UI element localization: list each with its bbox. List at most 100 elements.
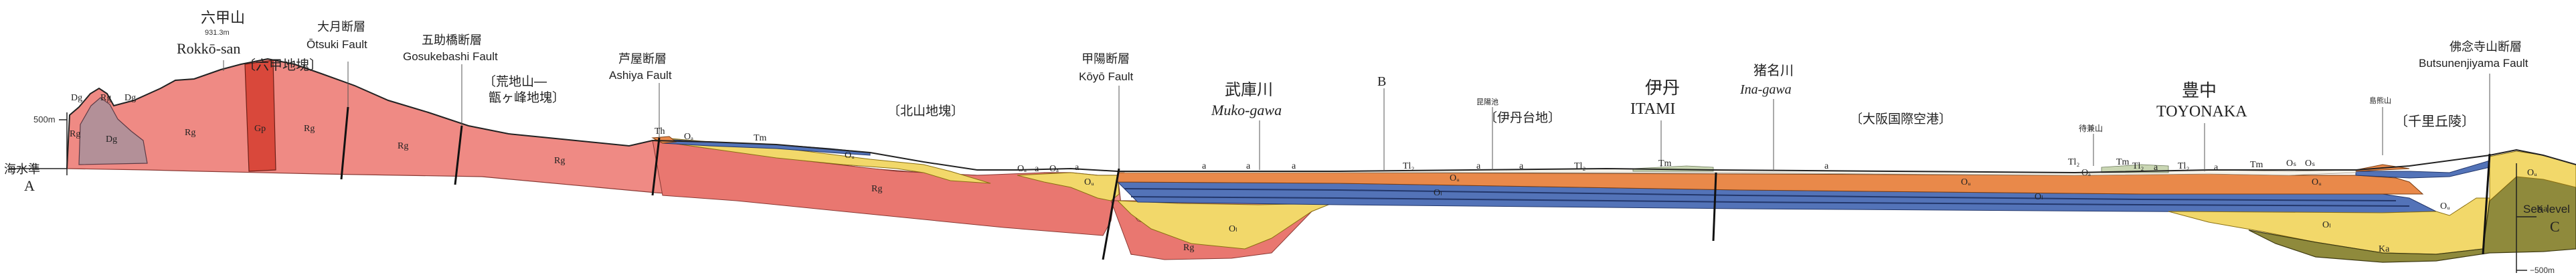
unit-dg-2: Dg	[124, 93, 136, 103]
rokko-elev-label: 931.3m	[205, 29, 230, 37]
unit-a-8: a	[2154, 163, 2158, 173]
unit-rg-5: Rg	[398, 141, 408, 151]
unit-dg-3: Dg	[106, 134, 117, 145]
orange-upper-basin	[1117, 172, 2424, 195]
unit-tm-3: Tm	[2116, 157, 2130, 167]
unit-ol-4: Oₗ	[2322, 220, 2330, 230]
unit-rg-2: Rg	[70, 129, 80, 139]
unit-a-1: a	[1035, 164, 1039, 174]
section-b-label: B	[1377, 74, 1386, 89]
unit-ol-1: Oₗ	[1434, 188, 1442, 198]
unit-a-9: a	[2214, 163, 2219, 173]
koyo-en-label: Kōyō Fault	[1079, 70, 1134, 83]
otsuki-fault-line	[340, 106, 349, 180]
osaka-yellow-koyo-west	[1017, 172, 1120, 201]
itami-jp-label: 伊丹	[1645, 78, 1680, 98]
rokko-block-label: 〔六甲地塊〕	[242, 57, 323, 73]
sea-level-right-label: Sea level	[2523, 203, 2570, 215]
end-c-label: C	[2550, 218, 2560, 235]
unit-os-2: Oₛ	[2286, 159, 2296, 169]
unit-b-a: a	[1246, 161, 1251, 171]
muko-en-label: Muko-gawa	[1211, 102, 1282, 118]
gosukebashi-jp-label: 五助橋断層	[422, 33, 482, 48]
shimasan-label: 島熊山	[2369, 96, 2391, 105]
gosukebashi-en-label: Gosukebashi Fault	[403, 50, 498, 63]
unit-rg-3: Rg	[185, 128, 195, 138]
unit-tl2-1: Tl₂	[1403, 161, 1414, 171]
unit-gp: Gp	[254, 124, 266, 134]
ina-en-label: Ina-gawa	[1739, 82, 1792, 97]
butsu-en-label: Butsunenjiyama Fault	[2419, 57, 2528, 70]
itami-en-label: ITAMI	[1630, 100, 1675, 118]
kojin-block-label-2: 甑ヶ峰地塊〕	[489, 90, 565, 105]
ashiya-en-label: Ashiya Fault	[609, 69, 672, 82]
unit-oa-1: Oₐ	[684, 132, 693, 142]
unit-ka-1: Ka	[2379, 244, 2390, 254]
otsuki-jp-label: 大月断層	[317, 20, 365, 34]
kitayama-block-label: 〔北山地塊〕	[887, 104, 964, 118]
unit-tm-1: Tm	[754, 133, 767, 143]
unit-os-1: Oₐ	[2081, 168, 2091, 178]
unit-tm-2: Tm	[1658, 159, 1672, 169]
toyonaka-en-label: TOYONAKA	[2156, 103, 2247, 120]
olive-ka-body	[2248, 167, 2576, 263]
kunya-label: 昆陽池	[1476, 98, 1498, 106]
unit-a-6: a	[1519, 161, 1524, 171]
unit-tl2-4: Tl₂	[2132, 161, 2144, 171]
unit-ou-1: Oᵤ	[845, 151, 855, 161]
unit-os-3: Oₛ	[2305, 159, 2315, 169]
tochiyama-label: 待兼山	[2079, 124, 2103, 133]
ashiya-jp-label: 芦屋断層	[618, 52, 667, 66]
unit-oa-3: Oₐ	[1049, 164, 1059, 174]
unit-a-7: a	[1824, 161, 1829, 171]
butsu-jp-label: 佛念寺山断層	[2450, 39, 2522, 54]
ground-surface	[66, 58, 2576, 174]
rokko-jp-label: 六甲山	[201, 10, 245, 27]
unit-a-5: a	[1476, 161, 1481, 171]
senri-hills-label: 〔千里丘陵〕	[2395, 113, 2475, 129]
elev-500-label: 500m	[33, 114, 56, 124]
unit-rg-1: Rg	[100, 93, 111, 103]
itami-fault-line	[1712, 172, 1717, 242]
unit-ol-3: Oₗ	[1229, 224, 1237, 234]
gosukebashi-fault-line	[454, 125, 463, 185]
koyo-jp-label: 甲陽断層	[1082, 52, 1130, 66]
ina-jp-label: 猪名川	[1753, 62, 1794, 78]
unit-ou-7: Oᵤ	[2527, 168, 2537, 178]
unit-ol-2: Oₗ	[2035, 192, 2043, 202]
unit-rg-4: Rg	[304, 124, 315, 134]
toyonaka-jp-label: 豊中	[2182, 81, 2217, 101]
itami-plateau-label: 〔伊丹台地〕	[1484, 110, 1561, 125]
muko-jp-label: 武庫川	[1225, 80, 1273, 99]
marine-line-1	[1124, 188, 2397, 201]
otsuki-en-label: Ōtsuki Fault	[307, 38, 367, 51]
unit-tm-4: Tm	[2250, 160, 2263, 170]
unit-ou-3: Oᵤ	[1450, 173, 1460, 183]
unit-rg-8: Rg	[1183, 243, 1194, 253]
kojin-block-label-1: 〔荒地山―	[483, 74, 547, 89]
unit-ka-2: Ka	[2537, 204, 2548, 214]
unit-ou-5: Oᵤ	[2312, 177, 2322, 187]
unit-ou-6: Oᵤ	[2440, 201, 2450, 211]
porphyry-gp-dyke	[244, 60, 276, 172]
unit-rg-6: Rg	[554, 156, 565, 166]
osaka-yellow-senri	[2489, 151, 2576, 202]
unit-tl2-3: Tl₂	[2068, 157, 2079, 167]
unit-ou-4: Oᵤ	[1961, 177, 1971, 187]
unit-a-4: a	[1292, 161, 1296, 171]
unit-ou-2: Oᵤ	[1084, 177, 1094, 187]
unit-oa-2: Oₐ	[1017, 164, 1027, 174]
ashiya-fault-line	[651, 137, 661, 196]
osaka-airport-label: 〔大阪国際空港〕	[1850, 112, 1952, 126]
sea-level-left-label: 海水準	[4, 163, 40, 177]
diorite-dg-body	[78, 97, 148, 165]
rokko-en-label: Rokkō-san	[177, 40, 240, 57]
unit-dg-1: Dg	[71, 93, 82, 103]
osaka-yellow-basin-lower	[1116, 200, 1333, 250]
elev-minus500-label: −500m	[2530, 266, 2555, 275]
unit-th: Th	[655, 126, 665, 136]
koyo-fault-line	[1102, 168, 1120, 260]
unit-a-2: a	[1075, 163, 1080, 173]
unit-rg-7: Rg	[871, 184, 882, 194]
